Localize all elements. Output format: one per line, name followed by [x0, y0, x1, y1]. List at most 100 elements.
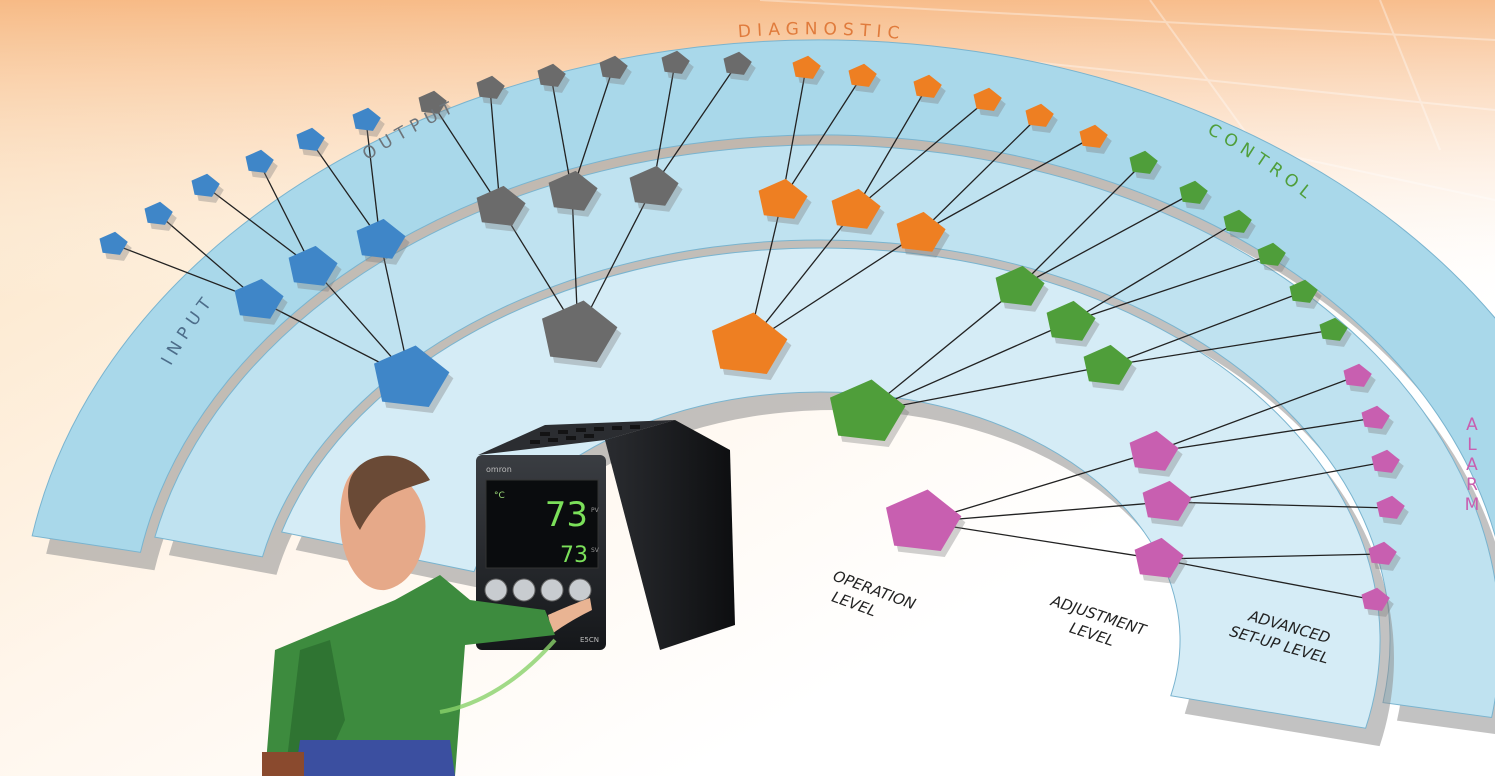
output-node-advanced-1: [418, 90, 447, 114]
connector: [1165, 461, 1386, 503]
person-figure: [262, 455, 592, 776]
diagnostic-node-advanced-1: [792, 55, 821, 79]
connector: [865, 286, 1020, 413]
mode-key[interactable]: [484, 578, 508, 602]
connector: [781, 75, 863, 201]
connector: [258, 161, 313, 268]
connector: [919, 136, 1094, 234]
connector: [309, 139, 381, 241]
controller-side: [605, 420, 735, 650]
controller-vents: [530, 425, 640, 444]
model-label: E5CN: [580, 636, 599, 644]
person-hair: [348, 455, 430, 530]
connector: [1152, 417, 1376, 453]
controller-keys: [484, 578, 592, 602]
output-node-advanced-5: [661, 50, 690, 74]
connector: [747, 232, 921, 346]
output-node-advanced-6: [723, 51, 752, 75]
alarm-node-adjustment-3: [1134, 537, 1184, 578]
control-node-advanced-3: [1223, 209, 1252, 233]
diagnostic-node-operation: [712, 312, 788, 374]
unit-label: °C: [494, 491, 505, 501]
connector: [489, 87, 501, 208]
diagnostic-node-advanced-2: [848, 63, 877, 87]
alarm-node-operation: [886, 489, 962, 551]
sv-tag: SV: [591, 547, 600, 554]
connector: [550, 75, 573, 193]
input-node-adjustment-1: [234, 278, 284, 319]
control-node-operation: [830, 379, 906, 441]
level-key[interactable]: [512, 578, 536, 602]
signal-swoosh: [439, 638, 557, 714]
connector: [365, 119, 381, 241]
output-node-adjustment-2: [548, 170, 598, 211]
alarm-node-advanced-6: [1361, 587, 1390, 611]
down-key[interactable]: [540, 578, 564, 602]
diagnostic-node-advanced-6: [1079, 124, 1108, 148]
pv-tag: PV: [591, 507, 600, 514]
control-node-advanced-1: [1129, 150, 1158, 174]
connector: [1157, 553, 1383, 560]
input-node-advanced-4: [245, 149, 274, 173]
alarm-node-advanced-5: [1368, 541, 1397, 565]
connector: [1106, 329, 1334, 367]
control-node-advanced-5: [1289, 279, 1318, 303]
connector: [1069, 254, 1272, 323]
alarm-node-advanced-3: [1371, 449, 1400, 473]
person-trousers: [295, 740, 455, 776]
alarm-node-adjustment-2: [1142, 480, 1192, 521]
controller-display: [485, 479, 599, 569]
sv-value: 73: [560, 543, 588, 568]
diagnostic-node-adjustment-1: [758, 178, 808, 219]
input-node-advanced-3: [191, 173, 220, 197]
diagnostic-node-adjustment-3: [896, 211, 946, 252]
input-node-adjustment-3: [356, 218, 406, 259]
connector: [571, 67, 614, 193]
connector: [652, 63, 738, 188]
controller-top: [478, 420, 675, 455]
connector: [921, 521, 1159, 560]
connector: [1018, 162, 1144, 288]
control-node-advanced-4: [1257, 242, 1286, 266]
diagnostic-node-advanced-3: [913, 74, 942, 98]
control-node-advanced-6: [1319, 317, 1348, 341]
connector: [921, 501, 1167, 523]
connector: [919, 115, 1040, 234]
connector: [204, 185, 313, 268]
connector: [112, 243, 259, 301]
controller-brand: omron: [486, 465, 512, 474]
connector: [1165, 501, 1391, 509]
connector: [1069, 221, 1238, 323]
output-node-advanced-4: [599, 55, 628, 79]
output-node-adjustment-3: [629, 165, 679, 206]
connector: [1018, 192, 1194, 288]
output-node-advanced-2: [476, 75, 505, 99]
input-node-advanced-6: [352, 107, 381, 131]
connector: [1152, 375, 1358, 453]
up-key[interactable]: [568, 578, 592, 602]
control-node-advanced-2: [1179, 180, 1208, 204]
connector: [157, 213, 259, 301]
connector: [854, 99, 988, 211]
input-node-advanced-5: [296, 127, 325, 151]
alarm-node-advanced-1: [1343, 363, 1372, 387]
connector: [865, 321, 1071, 413]
diagnostic-node-adjustment-2: [831, 188, 881, 229]
connector: [781, 67, 807, 201]
input-node-adjustment-2: [288, 245, 338, 286]
connector: [865, 365, 1108, 413]
person-hand: [548, 598, 592, 634]
output-node-adjustment-1: [476, 185, 526, 226]
input-node-advanced-2: [144, 201, 173, 225]
connector: [854, 86, 928, 211]
control-node-adjustment-1: [995, 265, 1045, 306]
person-bag: [262, 752, 304, 776]
output-node-advanced-3: [537, 63, 566, 87]
control-node-adjustment-2: [1046, 300, 1096, 341]
connector: [431, 102, 501, 208]
diagnostic-node-advanced-4: [973, 87, 1002, 111]
connector-lines: [112, 62, 1391, 601]
connector: [921, 451, 1154, 523]
